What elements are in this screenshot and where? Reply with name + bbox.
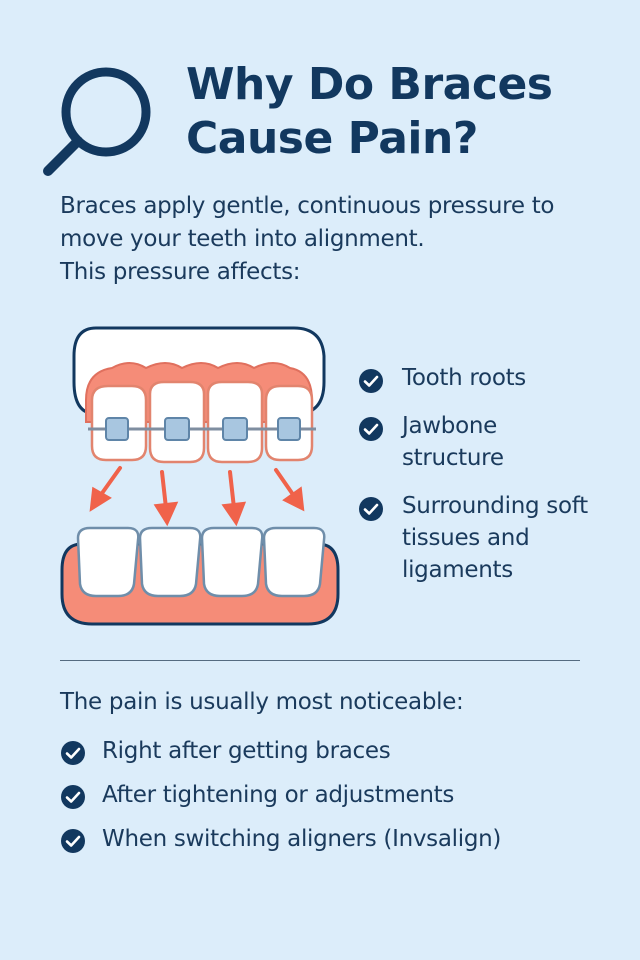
lower-tooth	[200, 526, 264, 598]
timing-item: Right after getting braces	[60, 735, 620, 767]
effect-label: Tooth roots	[402, 365, 526, 391]
search-icon	[43, 67, 151, 176]
check-circle-icon	[359, 497, 383, 521]
teeth-with-braces-illustration	[60, 326, 340, 626]
effect-item-tooth-roots: Tooth roots	[356, 362, 626, 394]
timing-label: When switching aligners (Invsalign)	[102, 826, 502, 852]
divider	[60, 660, 580, 661]
pressure-effects-list: Tooth roots Jawbone structure Surroundin…	[356, 362, 626, 586]
lower-tooth	[138, 526, 202, 598]
bracket	[105, 417, 129, 441]
timing-label: Right after getting braces	[102, 738, 391, 764]
check-circle-icon	[61, 741, 85, 765]
header: Why Do Braces Cause Pain?	[40, 52, 600, 182]
title-line-1: Why Do Braces	[186, 59, 553, 110]
timing-item: When switching aligners (Invsalign)	[60, 823, 620, 855]
effect-label: Jawbone	[402, 413, 497, 439]
intro-line-1: Braces apply gentle, continuous pressure…	[60, 193, 555, 219]
lower-tooth	[76, 526, 140, 598]
page-title: Why Do Braces Cause Pain?	[186, 58, 553, 166]
check-circle-icon	[359, 417, 383, 441]
effect-label: ligaments	[402, 557, 513, 583]
lower-tooth	[262, 526, 326, 598]
bracket	[164, 417, 190, 441]
intro-text: Braces apply gentle, continuous pressure…	[60, 190, 600, 289]
timing-heading: The pain is usually most noticeable:	[60, 689, 464, 715]
timing-label: After tightening or adjustments	[102, 782, 455, 808]
effect-label: tissues and	[402, 525, 530, 551]
check-circle-icon	[61, 785, 85, 809]
timing-item: After tightening or adjustments	[60, 779, 620, 811]
intro-line-2: move your teeth into alignment.	[60, 226, 425, 252]
bracket	[222, 417, 248, 441]
bracket	[277, 417, 301, 441]
effect-item-jawbone: Jawbone structure	[356, 410, 626, 474]
effect-item-soft-tissues: Surrounding soft tissues and ligaments	[356, 490, 626, 586]
effect-label: Surrounding soft	[402, 493, 588, 519]
intro-line-3: This pressure affects:	[60, 259, 301, 285]
check-circle-icon	[61, 829, 85, 853]
effect-label: structure	[402, 445, 504, 471]
timing-list: Right after getting braces After tighten…	[60, 735, 620, 855]
check-circle-icon	[359, 369, 383, 393]
title-line-2: Cause Pain?	[186, 113, 478, 164]
